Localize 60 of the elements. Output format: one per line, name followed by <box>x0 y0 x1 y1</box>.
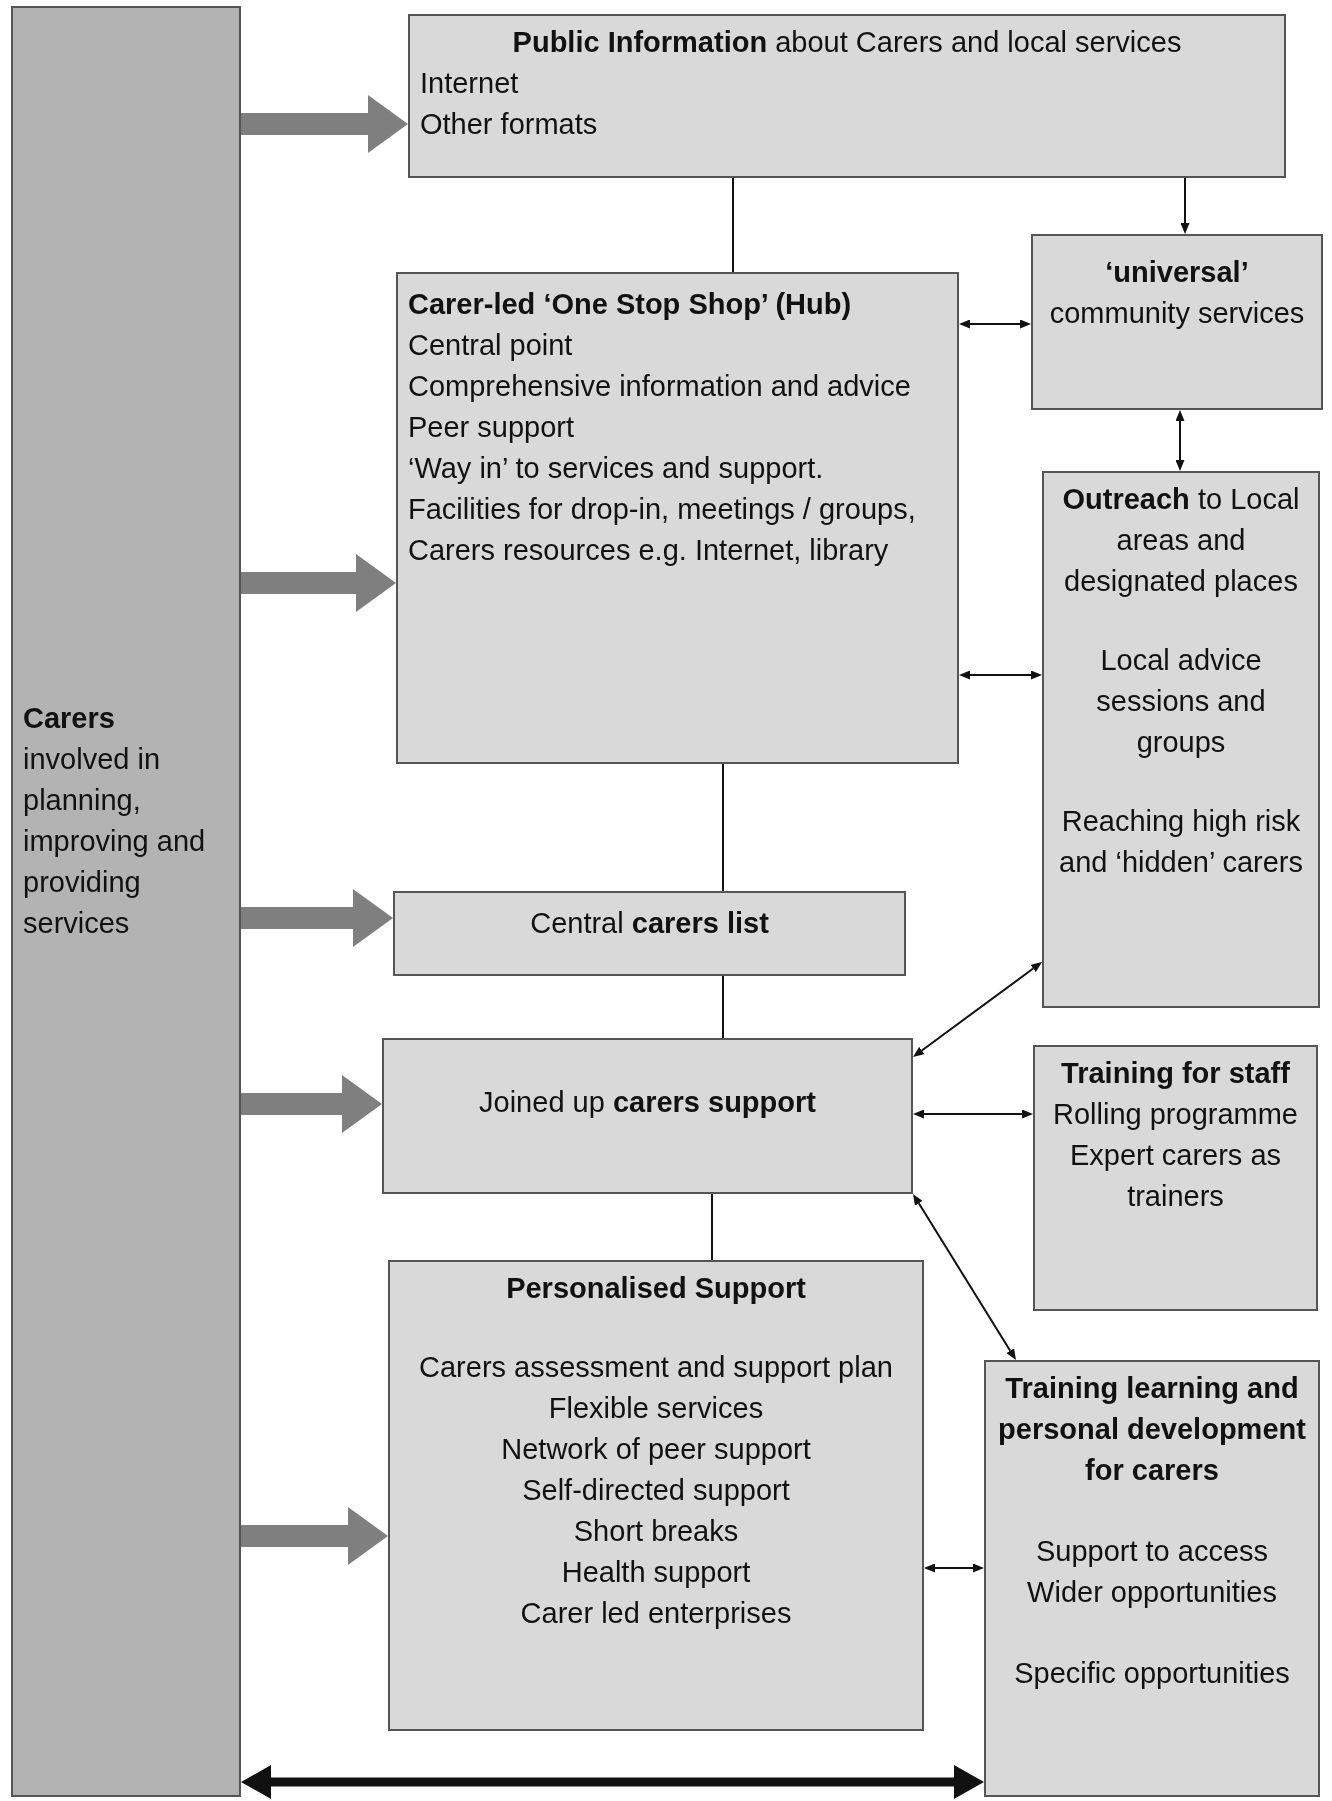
box-text: Central carers list <box>529 906 770 941</box>
block-arrow <box>241 1507 388 1565</box>
box-text: Joined up carers support <box>478 1085 817 1120</box>
double-arrow <box>924 1563 984 1573</box>
box-text: Internet <box>420 66 520 101</box>
process-box <box>1042 471 1320 1008</box>
process-box <box>388 1260 924 1731</box>
box-text: involved in planning, improving and providing services <box>23 742 207 941</box>
box-text: Self-directed support <box>521 1473 791 1508</box>
connector-line <box>722 975 724 1039</box>
box-text: Carers resources e.g. Internet, library <box>408 533 890 568</box>
block-arrow <box>241 554 396 612</box>
box-text: ‘universal’ community services <box>1048 255 1306 331</box>
double-arrow <box>959 670 1042 680</box>
connector-line <box>722 763 724 892</box>
box-heading: Carer-led ‘One Stop Shop’ (Hub) <box>408 287 853 322</box>
box-text: Local advice sessions and groups <box>1095 643 1267 760</box>
box-text: Support to access Wider opportunities <box>1026 1534 1278 1610</box>
box-text: Health support <box>560 1555 752 1590</box>
box-text: Comprehensive information and advice <box>408 369 912 404</box>
process-box <box>1031 234 1323 410</box>
box-text: Network of peer support <box>500 1432 812 1467</box>
arrow <box>1180 177 1190 234</box>
process-box <box>984 1360 1320 1797</box>
double-arrow <box>913 962 1042 1057</box>
box-text: Expert carers as trainers <box>1068 1138 1283 1214</box>
box-text: Central point <box>408 328 574 363</box>
box-text: Short breaks <box>572 1514 740 1549</box>
box-text: Reaching high risk and ‘hidden’ carers <box>1058 804 1304 880</box>
box-heading: Carers <box>23 701 116 736</box>
process-box <box>396 272 959 764</box>
block-arrow <box>241 889 393 947</box>
box-text: Public Information about Carers and local services <box>511 25 1183 60</box>
box-text: Carers assessment and support plan <box>418 1350 894 1385</box>
double-arrow <box>913 1109 1033 1119</box>
double-arrow <box>1175 410 1185 471</box>
block-arrow <box>241 1075 382 1133</box>
box-text: Specific opportunities <box>1013 1656 1291 1691</box>
box-heading: Training learning and personal development for carers <box>997 1371 1307 1488</box>
process-box <box>382 1038 913 1194</box>
double-arrow <box>959 319 1031 329</box>
process-box <box>408 14 1286 178</box>
box-text: Rolling programme <box>1052 1097 1299 1132</box>
block-arrow <box>241 95 408 153</box>
double-arrow <box>913 1194 1016 1360</box>
box-heading: Personalised Support <box>505 1271 807 1306</box>
box-text: Flexible services <box>547 1391 765 1426</box>
box-text: ‘Way in’ to services and support. <box>408 451 825 486</box>
box-text: Other formats <box>420 107 599 142</box>
side-band <box>11 6 241 1797</box>
box-text: Facilities for drop-in, meetings / groups, <box>408 492 917 527</box>
double-arrow <box>241 1765 984 1799</box>
process-box <box>1033 1045 1318 1311</box>
box-text: Outreach to Local areas and designated places <box>1061 482 1301 599</box>
connector-line <box>732 177 734 273</box>
process-box <box>393 891 906 976</box>
box-text: Carer led enterprises <box>519 1596 793 1631</box>
box-heading: Training for staff <box>1060 1056 1291 1091</box>
box-text: Peer support <box>408 410 576 445</box>
connector-line <box>711 1193 713 1261</box>
